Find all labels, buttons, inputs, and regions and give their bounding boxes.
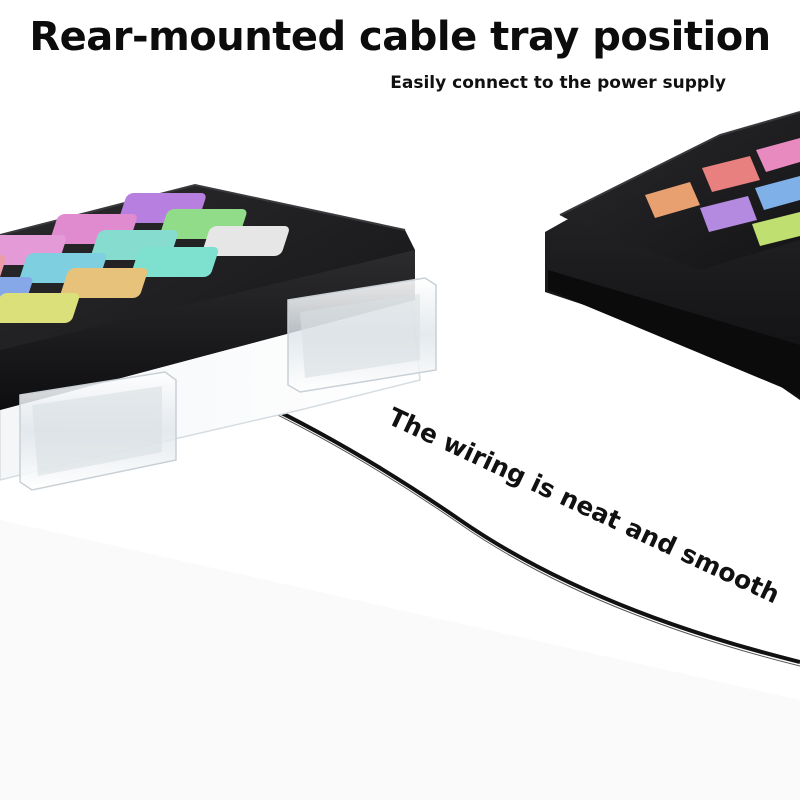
power-cable	[199, 373, 800, 667]
keys-left	[0, 193, 289, 323]
keypad-device-right	[545, 111, 800, 400]
keys-right	[645, 138, 800, 246]
acrylic-feet-left	[19, 277, 437, 491]
page-subtitle: Easily connect to the power supply	[390, 73, 726, 93]
desk-surface	[0, 520, 800, 800]
page-title: Rear-mounted cable tray position	[29, 14, 771, 60]
